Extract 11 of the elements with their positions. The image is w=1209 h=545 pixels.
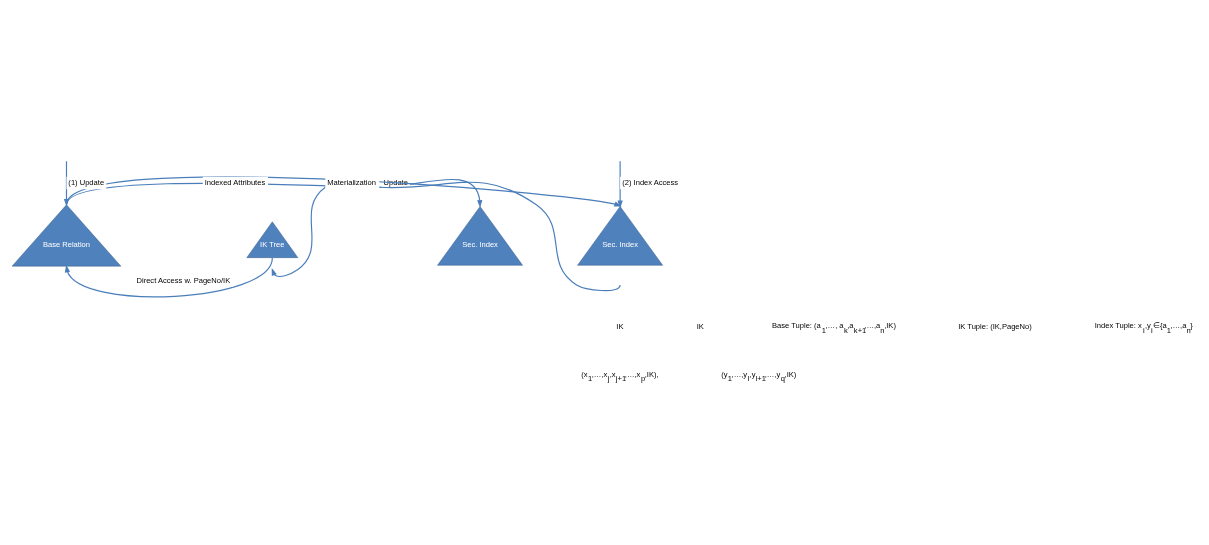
label: IK	[616, 321, 624, 331]
arrow	[271, 180, 621, 292]
label: IK	[696, 321, 704, 331]
edge-label: (1) Update	[68, 177, 105, 187]
arrow	[613, 160, 623, 209]
label: IK Tuple: (IK,PageNo)	[958, 321, 1032, 331]
edge-label: Indexed Attributes	[204, 177, 266, 187]
arrow	[64, 257, 273, 298]
edge-label: Materialization	[327, 177, 376, 187]
edge-label: (2) Index Access	[622, 177, 679, 187]
edge-label: Direct Access w. PageNo/IK	[136, 275, 231, 285]
